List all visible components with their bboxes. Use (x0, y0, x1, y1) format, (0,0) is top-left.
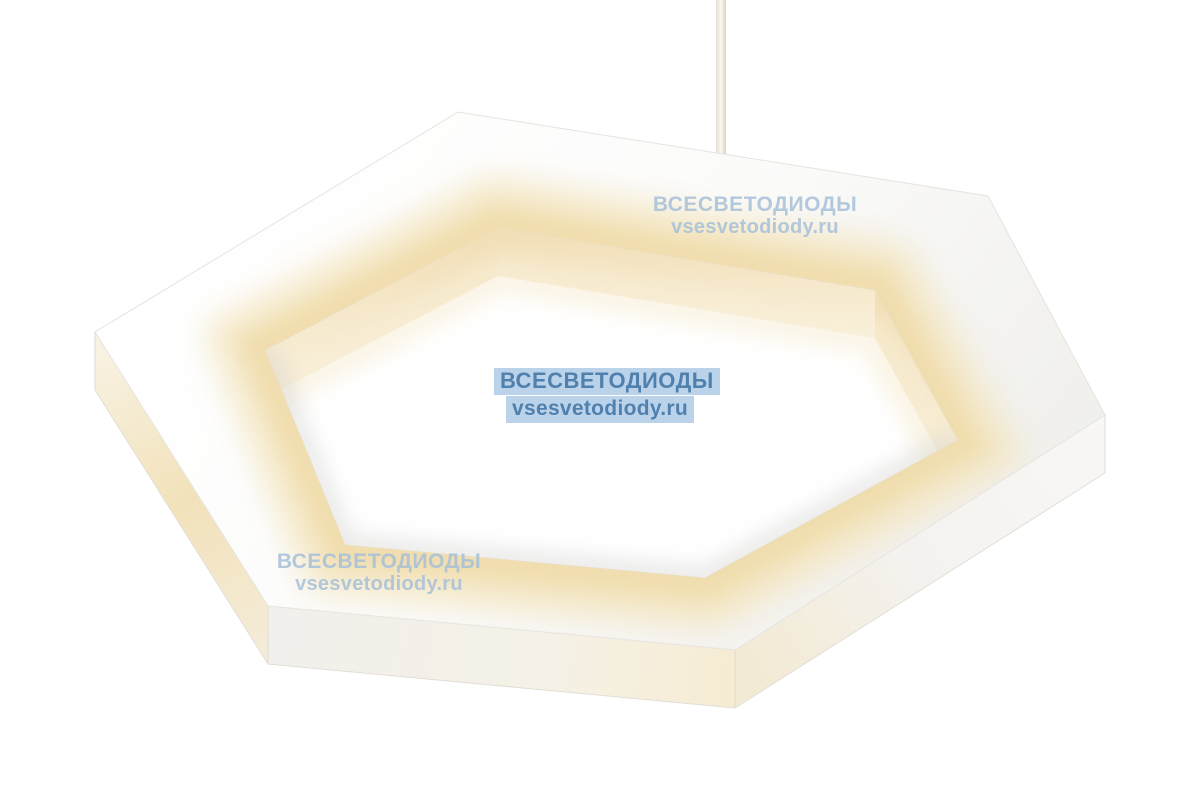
lamp-light-spill (265, 258, 958, 497)
pendant-cable (716, 0, 726, 162)
lamp-edges (94, 111, 1106, 709)
lamp-wall-bottom (268, 606, 735, 708)
lamp-side-walls (95, 332, 1105, 708)
lamp-wall-right (735, 415, 1105, 708)
lamp-wall-left (95, 332, 268, 664)
